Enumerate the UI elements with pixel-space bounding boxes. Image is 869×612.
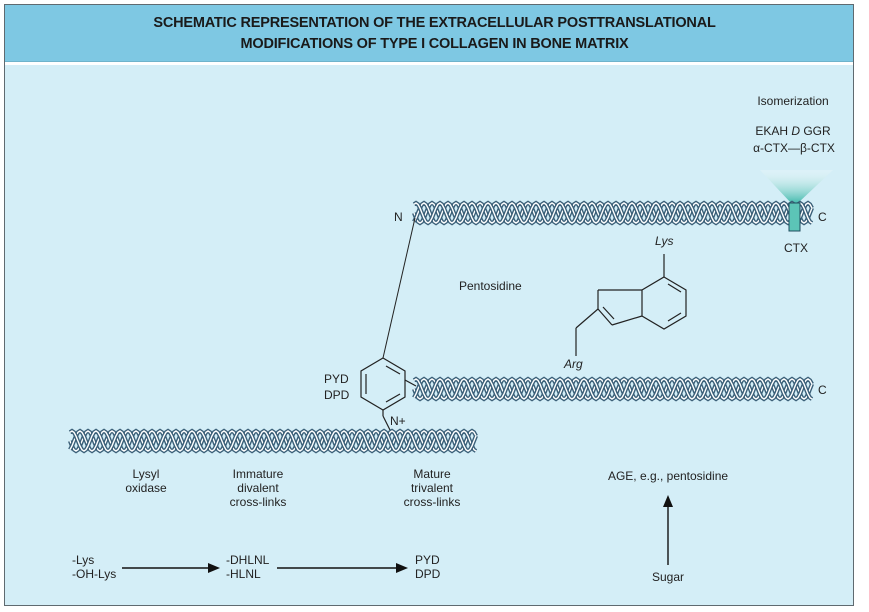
pathway-pyd: PYD (415, 553, 440, 567)
ctx-beam (760, 170, 833, 203)
sequence-label: EKAH D GGR (755, 124, 830, 138)
mature-line-3: cross-links (403, 495, 461, 509)
lysyl-oxidase-line-1: Lysyl (132, 467, 160, 481)
arg-label: Arg (564, 357, 583, 371)
isomerization-label: Isomerization (757, 94, 829, 108)
immature-line-2: divalent (237, 481, 279, 495)
mature-line-1: Mature (413, 467, 451, 481)
pathway-dhlnl: -DHLNL (226, 553, 270, 567)
age-label: AGE, e.g., pentosidine (607, 469, 729, 483)
lysyl-oxidase-line-2: oxidase (125, 481, 167, 495)
lysyl-oxidase-label: Lysyl oxidase (125, 467, 166, 495)
immature-line-3: cross-links (229, 495, 287, 509)
helix-strand-highlight (413, 202, 813, 224)
pathway-step1: -Lys -OH-Lys (72, 553, 116, 581)
mature-line-2: trivalent (410, 481, 454, 495)
pentosidine-structure (575, 254, 687, 356)
ctx-label: CTX (784, 241, 808, 255)
pathway-arrows (122, 495, 673, 573)
c-terminus-middle-label: C (818, 383, 827, 397)
pathway-hlnl: -HLNL (226, 567, 261, 581)
pathway-oh-lys: -OH-Lys (72, 567, 117, 581)
pentosidine-label: Pentosidine (459, 279, 522, 293)
helix-strand-highlight (413, 202, 813, 224)
n-terminus-label: N (394, 210, 403, 224)
helix-strand-highlight (413, 378, 813, 400)
ctx-marker (788, 202, 801, 232)
helix-strand-highlight (69, 430, 477, 452)
title-divider (5, 62, 853, 65)
sequence-isomerized-residue: D (791, 124, 801, 138)
title-banner (5, 5, 853, 62)
collagen-helix-top (412, 200, 814, 226)
dpd-ring-label: DPD (324, 388, 350, 402)
collagen-helix-bottom (68, 428, 478, 454)
immature-line-1: Immature (232, 467, 284, 481)
sequence-left: EKAH (755, 124, 792, 138)
sugar-label: Sugar (651, 570, 685, 584)
collagen-helix-middle (412, 376, 814, 402)
helix-strand-highlight (413, 378, 813, 400)
c-terminus-top-label: C (818, 210, 827, 224)
title-line-2: MODIFICATIONS OF TYPE I COLLAGEN IN BONE… (240, 36, 629, 52)
lys-label: Lys (655, 234, 674, 248)
pathway-step2: -DHLNL -HLNL (226, 553, 269, 581)
pyd-ring-label: PYD (324, 372, 349, 386)
pathway-lys: -Lys (72, 553, 95, 567)
diagram-frame (4, 4, 854, 606)
pathway-dpd: DPD (415, 567, 441, 581)
ctx-isomers-label: α-CTX—β-CTX (753, 141, 835, 155)
mature-crosslinks-label: Mature trivalent cross-links (404, 467, 461, 509)
n-terminus-link (382, 217, 416, 359)
immature-crosslinks-label: Immature divalent cross-links (230, 467, 287, 509)
pyridinoline-ring (360, 357, 417, 431)
title-line-1: SCHEMATIC REPRESENTATION OF THE EXTRACEL… (153, 15, 716, 31)
pathway-step3: PYD DPD (415, 553, 440, 581)
sequence-right: GGR (800, 124, 831, 138)
n-plus-label: N+ (390, 414, 406, 428)
helix-strand-highlight (69, 430, 477, 452)
